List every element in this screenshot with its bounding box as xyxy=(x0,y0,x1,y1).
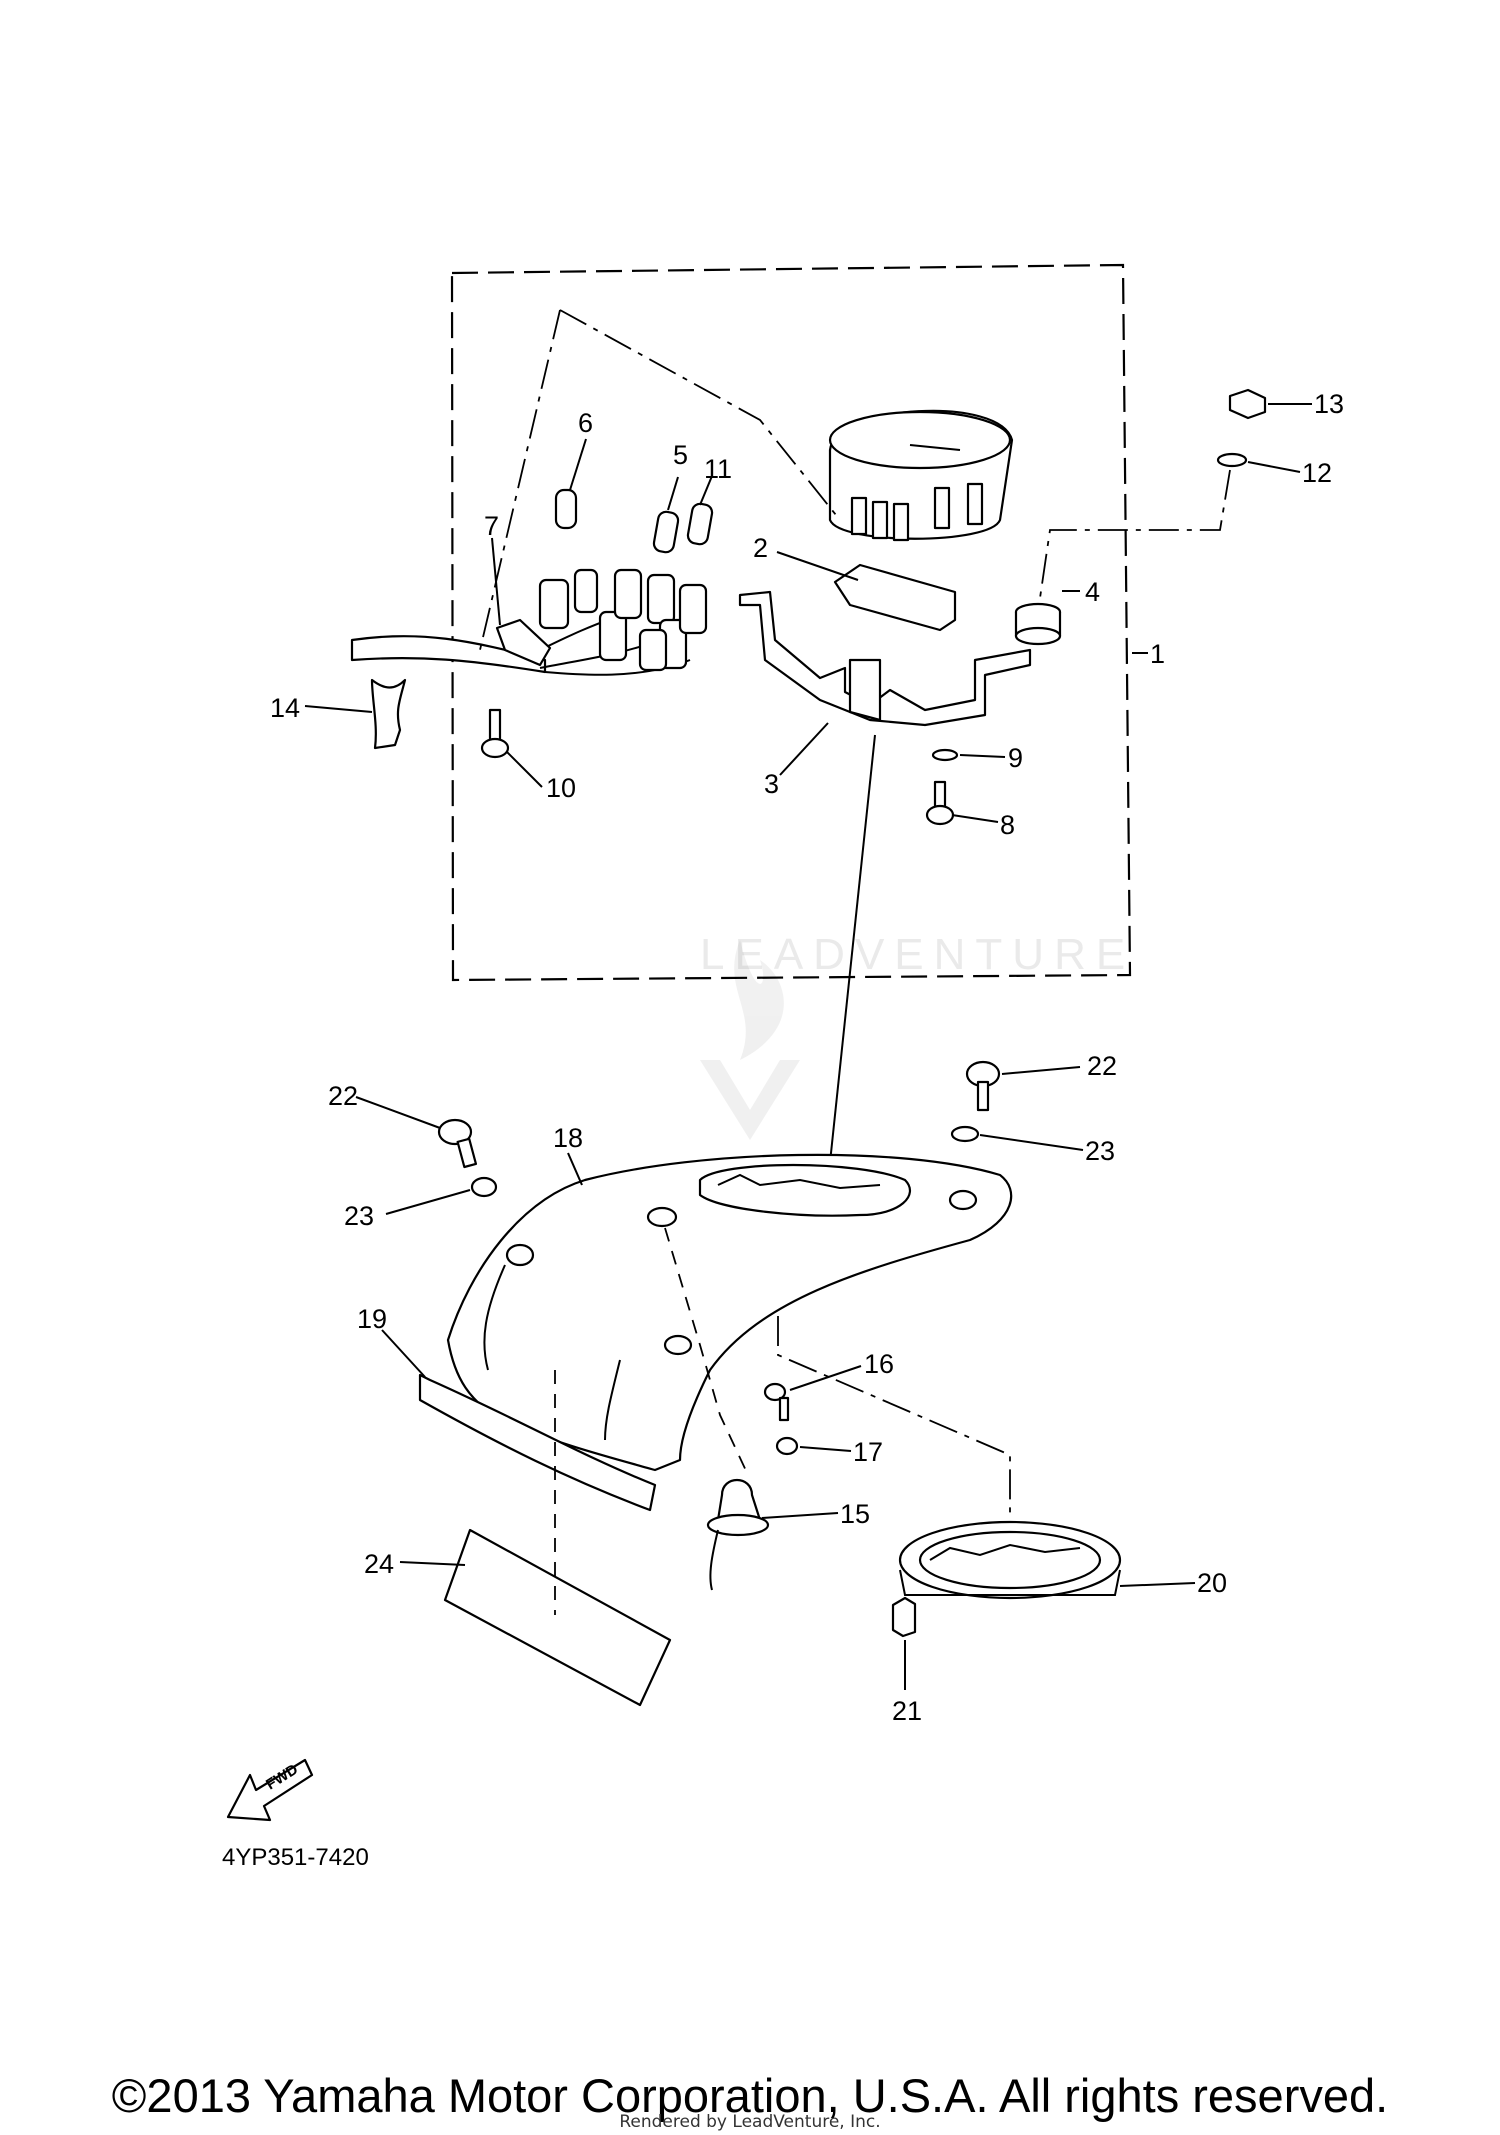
callout-2: 2 xyxy=(753,533,768,563)
callout-14: 14 xyxy=(270,693,300,723)
part-23-washer-right xyxy=(950,1125,980,1143)
part-21-clip xyxy=(891,1596,917,1638)
leadventure-watermark: LEADVENTURE xyxy=(700,930,1136,979)
part-23-washer-left xyxy=(470,1176,498,1198)
callout-3: 3 xyxy=(764,769,779,799)
callout-21: 21 xyxy=(892,1696,922,1726)
callout-5: 5 xyxy=(673,440,688,470)
callout-9: 9 xyxy=(1008,743,1023,773)
callout-20: 20 xyxy=(1197,1568,1227,1598)
callout-22-right: 22 xyxy=(1087,1051,1117,1081)
part-18-tank-cover xyxy=(446,1153,1013,1472)
callout-10: 10 xyxy=(546,773,576,803)
meter-assembly-box xyxy=(450,263,1132,982)
diagram-code: 4YP351-7420 xyxy=(222,1844,369,1871)
part-9-washer xyxy=(931,748,959,762)
part-11-bulb xyxy=(686,502,714,546)
callout-12: 12 xyxy=(1302,458,1332,488)
fwd-arrow-icon: FWD xyxy=(226,1758,314,1822)
part-5-bulb xyxy=(652,510,680,554)
callout-leaders xyxy=(304,403,1312,1690)
callout-11: 11 xyxy=(704,454,732,484)
callout-8: 8 xyxy=(1000,810,1015,840)
part-19-trim-strip xyxy=(418,1373,657,1512)
part-16-screw xyxy=(763,1382,790,1422)
callout-6: 6 xyxy=(578,408,593,438)
part-24-pad xyxy=(443,1528,672,1707)
speedometer-body xyxy=(828,409,1014,542)
part-2-plate xyxy=(833,563,957,632)
callout-1: 1 xyxy=(1150,639,1165,669)
part-6-bulb xyxy=(554,488,578,530)
part-15-switch xyxy=(706,1479,770,1591)
callout-15: 15 xyxy=(840,1499,870,1529)
part-22-bolt-right xyxy=(965,1060,1001,1112)
callout-22-left: 22 xyxy=(328,1081,358,1111)
callout-16: 16 xyxy=(864,1349,894,1379)
part-13-nut xyxy=(1228,388,1267,420)
callout-23-left: 23 xyxy=(344,1201,374,1231)
part-10-screw xyxy=(480,708,510,759)
callout-19: 19 xyxy=(357,1304,387,1334)
part-14-clamp xyxy=(370,678,407,750)
part-3-bracket xyxy=(738,590,1032,727)
callout-17: 17 xyxy=(853,1437,883,1467)
copyright-notice: ©2013 Yamaha Motor Corporation, U.S.A. A… xyxy=(111,2069,1389,2122)
rendered-by-notice: Rendered by LeadVenture, Inc. xyxy=(619,2112,881,2132)
callout-18: 18 xyxy=(553,1123,583,1153)
part-4-grommet xyxy=(1014,602,1062,646)
callout-24: 24 xyxy=(364,1549,394,1579)
part-17-washer xyxy=(775,1436,799,1456)
callout-4: 4 xyxy=(1085,577,1100,607)
part-8-screw xyxy=(925,780,955,826)
part-22-bolt-left xyxy=(437,1118,478,1169)
callout-23-right: 23 xyxy=(1085,1136,1115,1166)
leadventure-logo-icon xyxy=(700,940,800,1140)
part-12-washer xyxy=(1216,452,1248,468)
callout-7: 7 xyxy=(484,511,499,541)
callout-13: 13 xyxy=(1314,389,1344,419)
wire-harness xyxy=(350,568,708,676)
part-20-ring xyxy=(898,1520,1122,1600)
